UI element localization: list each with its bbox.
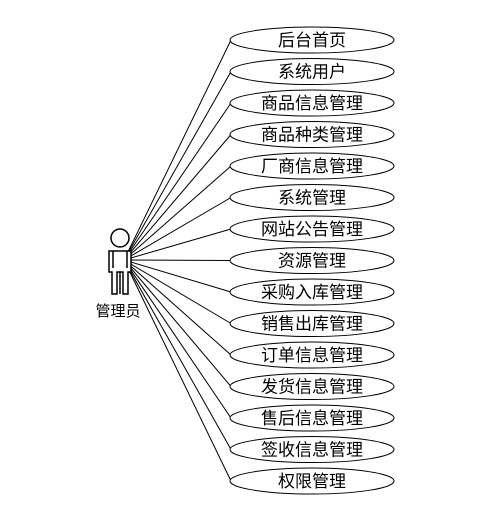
actor-label: 管理员	[95, 302, 140, 320]
use-case-ellipse	[229, 121, 395, 148]
use-case: 系统用户	[229, 58, 395, 85]
association-line	[123, 259, 232, 293]
association-line	[123, 259, 232, 482]
actor-body	[108, 250, 132, 295]
association-line	[123, 259, 232, 356]
use-case-ellipse	[229, 341, 395, 369]
use-case-label: 订单信息管理	[261, 346, 363, 366]
association-line	[123, 197, 232, 261]
association-line	[123, 259, 232, 419]
use-case-ellipse	[229, 247, 395, 274]
use-case-ellipse	[229, 152, 395, 180]
use-case-label: 签收信息管理	[261, 441, 363, 461]
use-case-label: 商品信息管理	[261, 94, 363, 114]
association-line	[123, 39, 232, 261]
use-case-ellipse	[229, 404, 395, 432]
use-case-label: 商品种类管理	[261, 126, 363, 146]
use-case: 厂商信息管理	[229, 152, 395, 180]
use-case-label: 厂商信息管理	[261, 157, 363, 177]
use-case-ellipse	[229, 373, 395, 400]
association-line	[123, 228, 232, 261]
use-case-label: 网站公告管理	[261, 220, 363, 240]
use-case-label: 资源管理	[278, 252, 346, 272]
use-case-label: 后台首页	[278, 31, 346, 51]
use-case: 商品种类管理	[229, 121, 395, 148]
use-case-list: 后台首页系统用户商品信息管理商品种类管理厂商信息管理系统管理网站公告管理资源管理…	[229, 26, 395, 495]
use-case: 发货信息管理	[229, 373, 395, 400]
use-case-label: 系统用户	[278, 63, 346, 83]
use-case: 网站公告管理	[229, 215, 395, 243]
use-case: 商品信息管理	[229, 89, 395, 117]
use-case-ellipse	[229, 89, 395, 117]
use-case-label: 权限管理	[278, 472, 346, 492]
use-case-ellipse	[229, 436, 395, 463]
actor: 管理员	[95, 228, 141, 320]
use-case-label: 发货信息管理	[261, 378, 363, 398]
use-case-label: 售后信息管理	[261, 409, 363, 429]
association-line	[123, 71, 232, 261]
association-line	[123, 259, 232, 387]
use-case: 采购入库管理	[229, 278, 395, 306]
use-case: 权限管理	[229, 467, 395, 495]
association-line	[123, 102, 232, 261]
association-line	[123, 259, 232, 261]
use-case-ellipse	[229, 215, 395, 243]
use-case: 系统管理	[229, 184, 395, 211]
use-case-ellipse	[229, 26, 395, 54]
use-case-ellipse	[229, 310, 395, 337]
use-case: 签收信息管理	[229, 436, 395, 463]
use-case-label: 采购入库管理	[261, 283, 363, 303]
use-case: 后台首页	[229, 26, 395, 54]
use-case: 资源管理	[229, 247, 395, 274]
use-case: 售后信息管理	[229, 404, 395, 432]
use-case: 销售出库管理	[229, 310, 395, 337]
use-case-ellipse	[229, 58, 395, 85]
use-case-label: 销售出库管理	[261, 315, 363, 335]
association-line	[123, 134, 232, 261]
use-case-ellipse	[229, 184, 395, 211]
use-case: 订单信息管理	[229, 341, 395, 369]
association-line	[123, 259, 232, 450]
use-case-label: 系统管理	[278, 189, 346, 209]
actor-head	[110, 228, 130, 248]
association-line	[123, 165, 232, 261]
use-case-ellipse	[229, 467, 395, 495]
use-case-ellipse	[229, 278, 395, 306]
association-lines	[123, 39, 232, 482]
association-line	[123, 259, 232, 324]
